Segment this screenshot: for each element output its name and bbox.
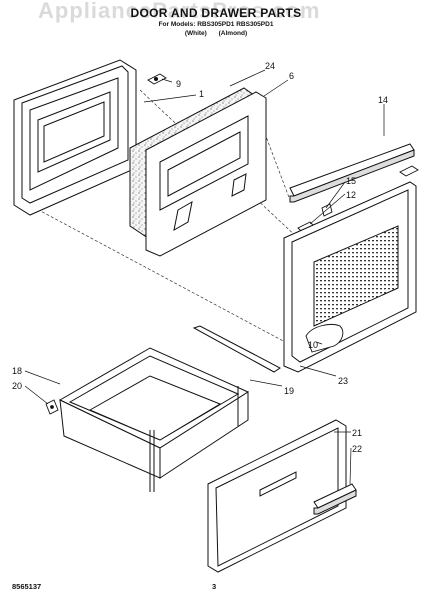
drawer-slide-rail [192,325,281,373]
door-top-trim [289,143,415,203]
page-number: 3 [212,582,217,591]
inner-door-panel [145,91,267,257]
drawer-front-panel [207,419,347,573]
callout-1: 1 [199,89,204,99]
callout-23: 23 [338,376,348,386]
callout-24: 24 [265,61,275,71]
callout-12: 12 [346,190,356,200]
model-line: For Models: RBS305PD1 RBS305PD1 [158,21,274,28]
callout-15: 15 [346,176,356,186]
callout-14: 14 [378,95,388,105]
callout-labels: 1 6 9 24 14 15 12 10 23 18 20 19 21 22 [12,61,388,454]
drawer-handle [313,483,357,515]
drawer-clip [45,399,59,415]
watermark: AppliancePartsPros.com [38,0,321,23]
callout-21: 21 [352,428,362,438]
door-clip [147,73,167,85]
callout-6: 6 [289,71,294,81]
oven-door [283,181,417,373]
drawer-body [58,347,250,492]
callout-18: 18 [12,366,22,376]
leader-lines [24,69,385,485]
callout-9: 9 [176,79,181,89]
callout-20: 20 [12,381,22,391]
door-handle-bracket [305,324,344,353]
outer-door-frame [13,59,137,216]
diagram-title: DOOR AND DRAWER PARTS [130,6,302,20]
diagram-code: 8565137 [12,582,42,591]
color-line: (White) (Almond) [184,30,248,37]
callout-10: 10 [308,340,318,350]
callout-22: 22 [352,444,362,454]
callout-19: 19 [284,386,294,396]
